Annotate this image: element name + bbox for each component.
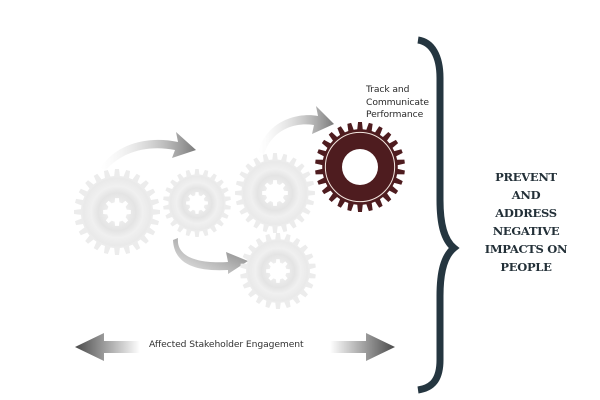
outcome-line-5: IMPACTS ON <box>484 242 568 256</box>
stakeholder-engagement-label: Affected Stakeholder Engagement <box>149 339 304 350</box>
gear-spline-hole <box>103 198 131 226</box>
outcome-line-4: NEGATIVE <box>492 224 560 238</box>
arrow-gear2-to-gear4 <box>173 238 248 274</box>
gear-2 <box>163 169 231 237</box>
right-arrow <box>330 333 395 361</box>
outcome-line-3: ADDRESS <box>495 206 557 220</box>
gear-spline-hole <box>262 180 288 206</box>
gear-4 <box>240 233 316 309</box>
outcome-line-6: PEOPLE <box>500 260 552 274</box>
gear-spline-hole <box>266 259 290 283</box>
outcome-label: PREVENT AND ADDRESS NEGATIVE IMPACTS ON … <box>476 168 576 276</box>
left-arrow <box>75 333 140 361</box>
gear-track-performance <box>315 122 405 212</box>
gear-hole <box>342 149 378 185</box>
track-performance-line-3: Performance <box>366 109 424 120</box>
gear-1 <box>74 169 160 255</box>
arrow-gear3-to-highlight <box>258 106 334 154</box>
arrow-gear1-to-gear2 <box>100 132 196 170</box>
curly-brace <box>417 36 460 394</box>
gear-ring <box>324 131 396 203</box>
gear-3 <box>235 153 315 233</box>
track-performance-line-1: Track and <box>366 84 410 95</box>
outcome-line-2: AND <box>511 188 541 202</box>
track-performance-line-2: Communicate <box>366 96 429 108</box>
track-performance-label: Track and Communicate Performance <box>366 84 446 122</box>
gear-spline-hole <box>186 192 208 214</box>
outcome-line-1: PREVENT <box>495 170 557 184</box>
